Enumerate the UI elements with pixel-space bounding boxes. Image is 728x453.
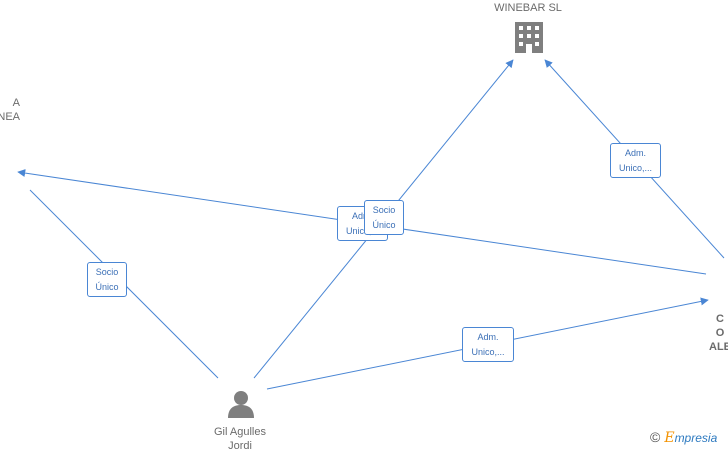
- company-label-left[interactable]: A NEA: [0, 97, 20, 123]
- edge-label-adm-right-winebar[interactable]: Adm. Unico,...: [610, 143, 661, 178]
- edge-label-socio-person-left[interactable]: Socio Único: [87, 262, 127, 297]
- building-icon[interactable]: [515, 22, 543, 53]
- company-label-winebar[interactable]: WINEBAR SL: [494, 2, 562, 14]
- copyright-symbol: ©: [650, 429, 661, 445]
- edge-label-adm-person-right[interactable]: Adm. Unico,...: [462, 327, 514, 362]
- brand-name: mpresia: [674, 431, 718, 445]
- person-label-gil-agulles[interactable]: Gil Agulles Jordi: [214, 426, 266, 452]
- brand-initial: E: [664, 430, 675, 446]
- person-icon[interactable]: [228, 391, 254, 418]
- empresia-logo: ©Empresia: [650, 429, 717, 446]
- person-label-right[interactable]: C O ALE: [709, 313, 728, 353]
- edge-label-socio-person-winebar[interactable]: Socio Único: [364, 200, 404, 235]
